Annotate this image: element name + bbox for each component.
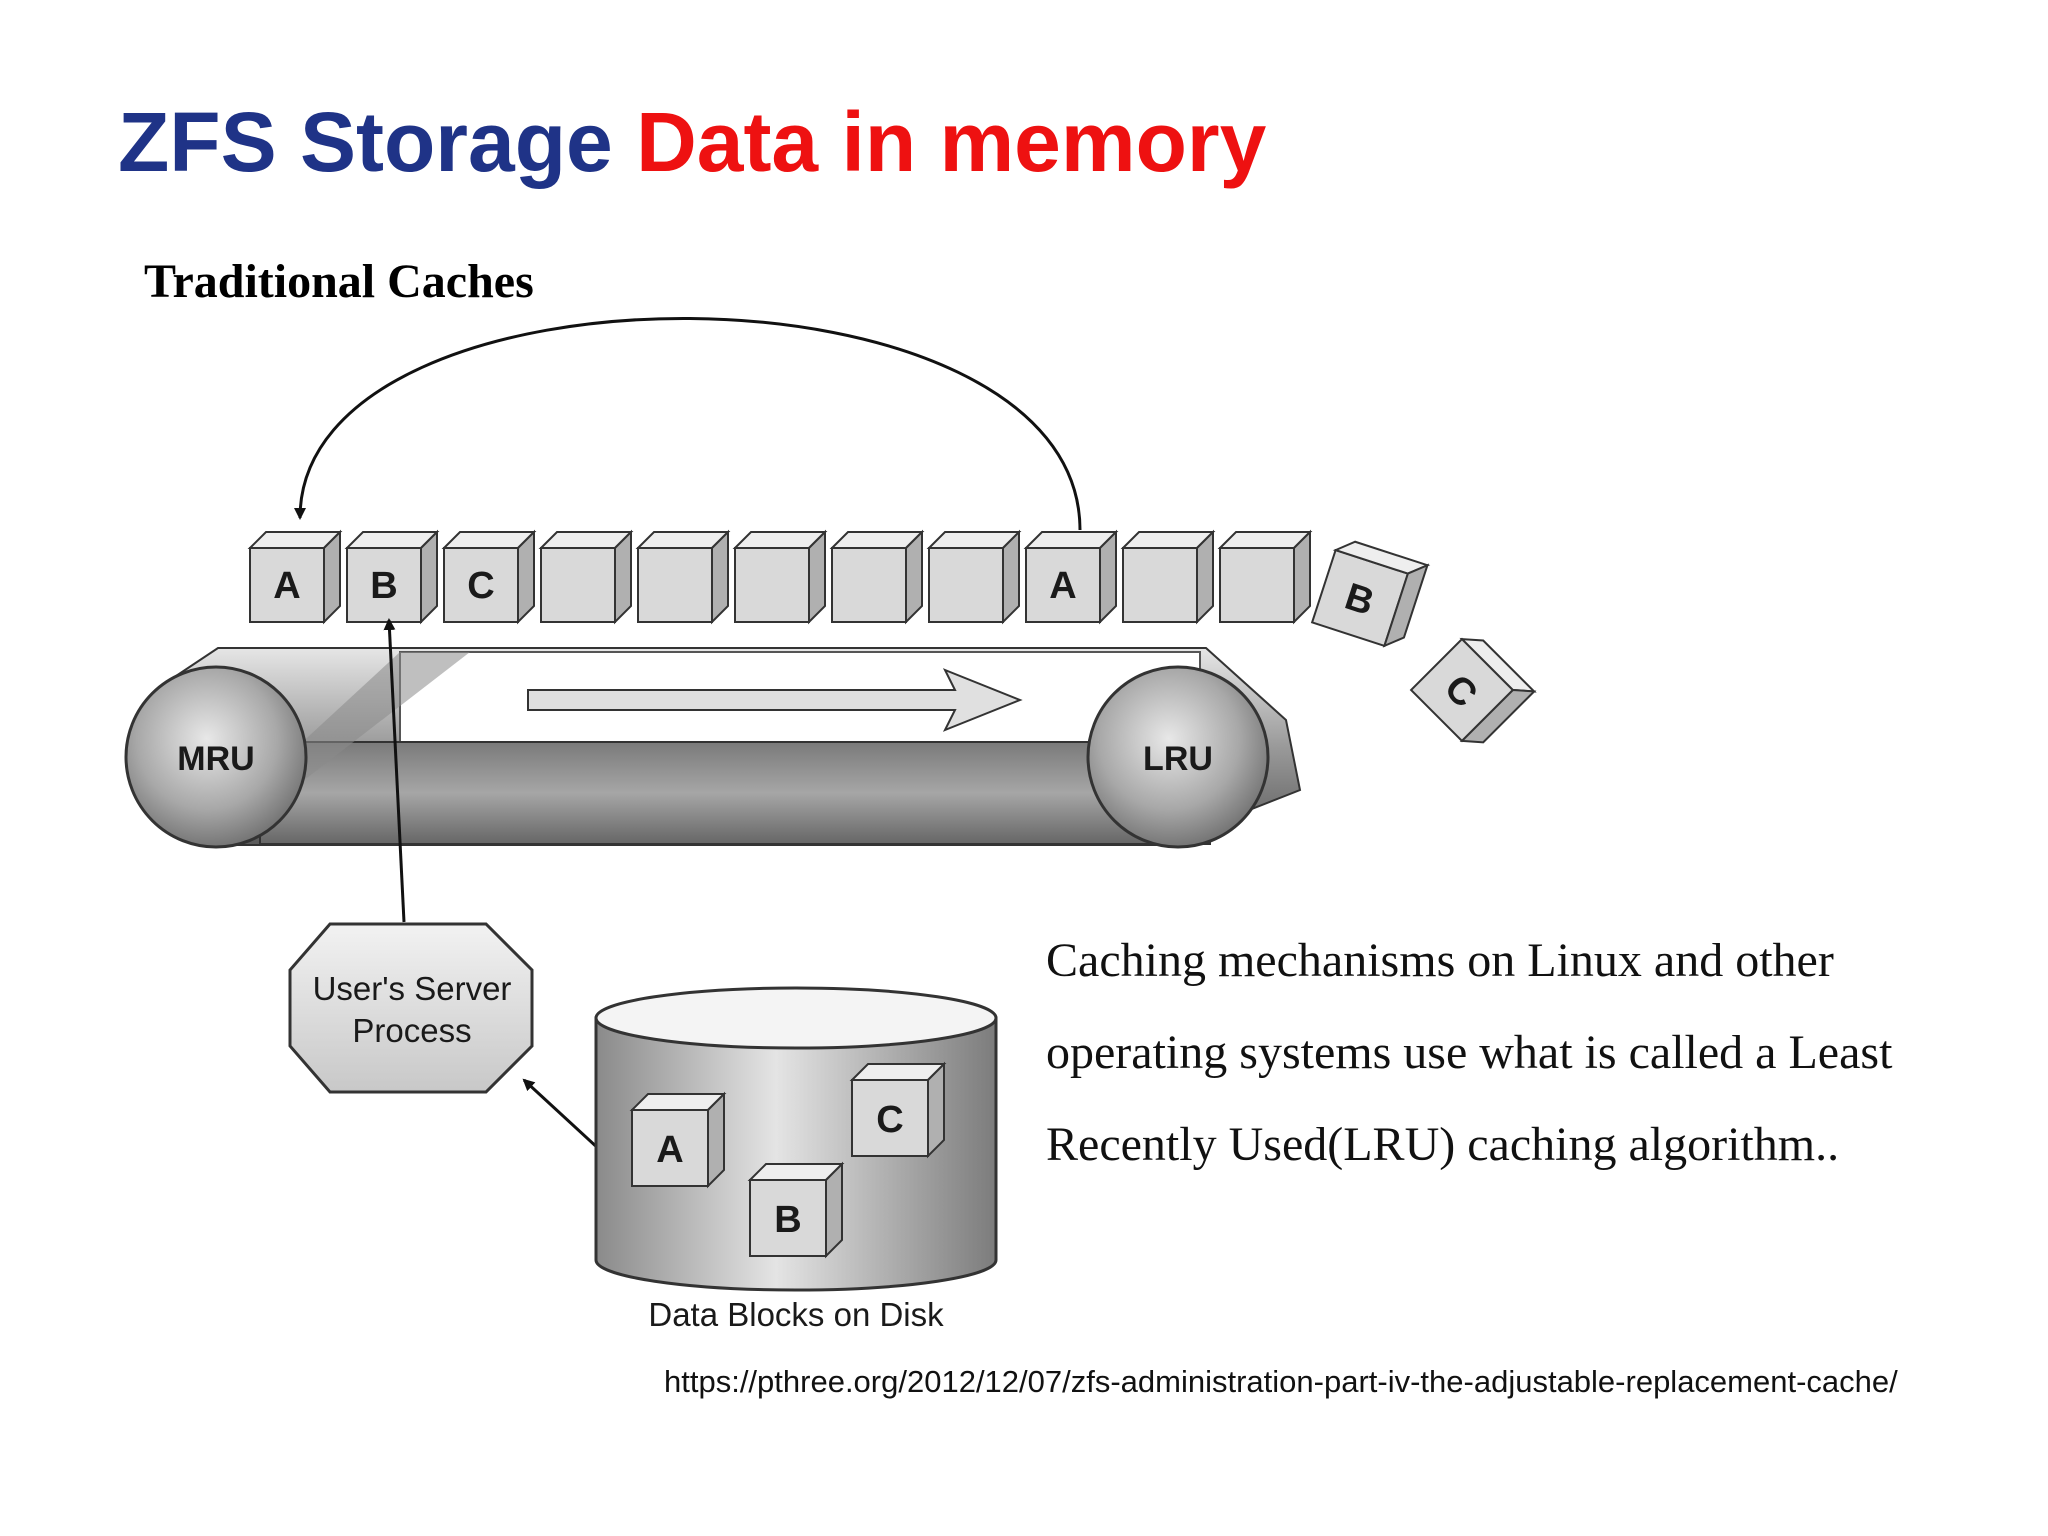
mru-label: MRU: [177, 740, 254, 778]
users-server-process: User's Server Process: [288, 922, 534, 1094]
cache-block: C: [441, 529, 537, 625]
description-line-2: operating systems use what is called a L…: [1046, 1026, 1893, 1079]
direction-arrow: [527, 668, 1023, 732]
disk-block-b-label: B: [774, 1199, 801, 1241]
cache-block-label: C: [467, 565, 494, 607]
cache-block: [635, 529, 731, 625]
lru-description: Caching mechanisms on Linux and other op…: [1046, 915, 2026, 1191]
diagram-subtitle: Traditional Caches: [144, 255, 534, 308]
data-disk: A B C Data Blocks on Disk: [594, 986, 998, 1333]
disk-to-process-arrow: [522, 1078, 602, 1152]
cache-block: [538, 529, 634, 625]
cache-block-label: A: [1049, 565, 1076, 607]
process-to-cache-arrow: [383, 618, 406, 923]
evicted-block-b: B: [1310, 540, 1431, 648]
cache-block: [1120, 529, 1216, 625]
title-highlight: Data in memory: [636, 95, 1267, 189]
disk-block-b: B: [747, 1161, 845, 1259]
lru-label: LRU: [1143, 740, 1213, 778]
disk-block-a: A: [629, 1091, 727, 1189]
cache-block: A: [1023, 529, 1119, 625]
description-line-1: Caching mechanisms on Linux and other: [1046, 934, 1834, 987]
disk-block-a-label: A: [656, 1129, 683, 1171]
cache-block: A: [247, 529, 343, 625]
evicted-block-c: C: [1409, 637, 1537, 744]
description-line-3: Recently Used(LRU) caching algorithm..: [1046, 1118, 1840, 1171]
cache-block: [829, 529, 925, 625]
cache-block: [926, 529, 1022, 625]
lru-drum: LRU: [1086, 665, 1270, 849]
source-link[interactable]: https://pthree.org/2012/12/07/zfs-admini…: [664, 1364, 1898, 1399]
cache-block: B: [344, 529, 440, 625]
mru-drum: MRU: [124, 665, 308, 849]
process-label-line-1: User's Server: [313, 970, 512, 1007]
cache-block: [1217, 529, 1313, 625]
disk-caption: Data Blocks on Disk: [648, 1296, 944, 1333]
process-label-line-2: Process: [352, 1012, 471, 1049]
disk-block-c-label: C: [876, 1099, 903, 1141]
cache-block-label: B: [370, 565, 397, 607]
conveyor-belt: [168, 647, 1302, 846]
reuse-curved-arrow: [294, 317, 1082, 531]
title-prefix: ZFS Storage: [118, 95, 613, 189]
page-title: ZFS Storage Data in memory: [118, 100, 1266, 184]
cache-block: [732, 529, 828, 625]
cache-block-label: A: [273, 565, 300, 607]
disk-block-c: C: [849, 1061, 947, 1159]
